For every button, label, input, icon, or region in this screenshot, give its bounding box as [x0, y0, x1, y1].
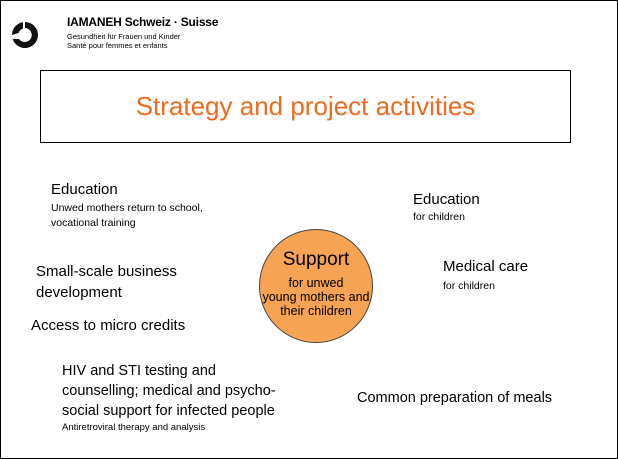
support-detail-line-2: young mothers and — [262, 290, 370, 304]
hiv-detail: Antiretroviral therapy and analysis — [62, 422, 206, 433]
education-mothers-heading: Education — [51, 181, 118, 198]
iamaneh-logo-icon — [11, 22, 38, 48]
education-mothers-detail-2: vocational training — [51, 217, 136, 229]
org-name: IAMANEH Schweiz · Suisse — [67, 15, 219, 29]
support-detail-line-3: their children — [280, 304, 352, 318]
hiv-line-2: counselling; medical and psycho- — [62, 383, 276, 399]
org-tagline-de: Gesundheit für Frauen und Kinder — [67, 32, 181, 41]
medical-care-heading: Medical care — [443, 258, 529, 275]
support-detail: for unwed young mothers and their childr… — [256, 276, 376, 318]
medical-care-detail: for children — [443, 280, 495, 292]
slide-title: Strategy and project activities — [135, 91, 476, 121]
business-line-1: Small-scale business — [36, 263, 177, 280]
education-children-detail: for children — [413, 211, 465, 223]
support-heading: Support — [282, 249, 350, 270]
title-box: Strategy and project activities — [40, 70, 571, 143]
hiv-line-1: HIV and STI testing and — [62, 363, 216, 379]
education-mothers-detail-1: Unwed mothers return to school, — [51, 202, 203, 214]
support-detail-line-1: for unwed — [288, 276, 344, 290]
business-line-2: development — [36, 284, 122, 301]
support-circle: Support for unwed young mothers and thei… — [259, 229, 373, 343]
micro-credits: Access to micro credits — [31, 317, 186, 334]
org-tagline-fr: Santé pour femmes et enfants — [67, 41, 168, 50]
education-children-heading: Education — [413, 191, 480, 208]
hiv-line-3: social support for infected people — [62, 403, 275, 419]
meals: Common preparation of meals — [357, 390, 553, 406]
